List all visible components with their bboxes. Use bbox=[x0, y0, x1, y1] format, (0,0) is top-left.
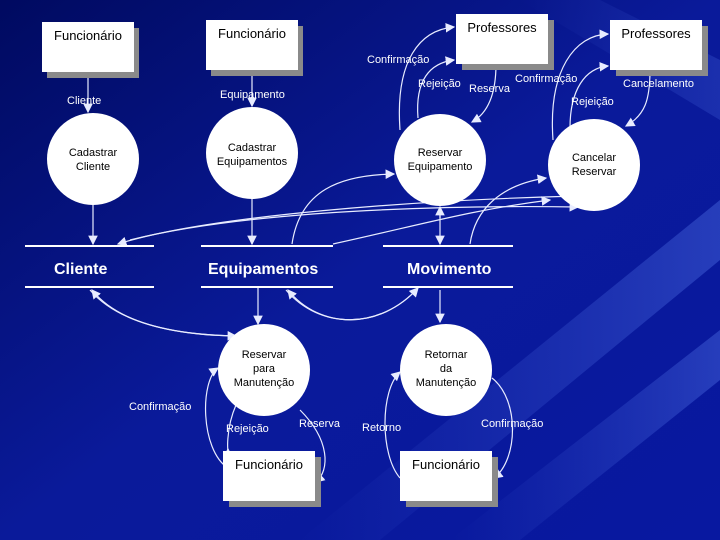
process-label: Cadastrar bbox=[69, 147, 118, 159]
store-cliente: Cliente bbox=[25, 245, 154, 288]
process-retornar-manutencao: Retornar da Manutenção bbox=[400, 324, 492, 416]
entity-professores-1: Professores bbox=[456, 14, 554, 70]
process-cadastrar-equipamentos: Cadastrar Equipamentos bbox=[206, 107, 298, 199]
process-label: da bbox=[440, 363, 453, 375]
flow-label: Reserva bbox=[469, 83, 511, 95]
flow-label: Cliente bbox=[67, 95, 101, 107]
process-label: Reservar bbox=[572, 166, 617, 178]
flow-label: Rejeição bbox=[571, 96, 614, 108]
store-label: Equipamentos bbox=[208, 261, 318, 278]
process-label: Manutenção bbox=[234, 377, 295, 389]
entity-label: Funcionário bbox=[412, 457, 480, 472]
background-streak bbox=[450, 330, 720, 540]
flow-label: Equipamento bbox=[220, 89, 285, 101]
flow-label: Confirmação bbox=[515, 73, 577, 85]
flow-labels: Cliente Equipamento Confirmação Rejeição… bbox=[67, 54, 694, 435]
process-label: Cancelar bbox=[572, 152, 616, 164]
process-label: para bbox=[253, 363, 276, 375]
entity-label: Funcionário bbox=[218, 26, 286, 41]
process-label: Cadastrar bbox=[228, 142, 277, 154]
process-cadastrar-cliente: Cadastrar Cliente bbox=[47, 113, 139, 205]
flow-label: Confirmação bbox=[481, 418, 543, 430]
entity-label: Professores bbox=[467, 20, 537, 35]
flow-lines bbox=[83, 22, 651, 483]
process-label: Reservar bbox=[418, 147, 463, 159]
store-label: Cliente bbox=[54, 261, 107, 278]
flow-label: Reserva bbox=[299, 418, 341, 430]
entity-label: Funcionário bbox=[235, 457, 303, 472]
process-label: Equipamento bbox=[408, 161, 473, 173]
entity-funcionario-4: Funcionário bbox=[400, 451, 498, 507]
process-label: Manutenção bbox=[416, 377, 477, 389]
entity-funcionario-3: Funcionário bbox=[223, 451, 321, 507]
flow-label: Retorno bbox=[362, 422, 401, 434]
process-reservar-equipamento: Reservar Equipamento bbox=[394, 114, 486, 206]
flow-label: Rejeição bbox=[226, 423, 269, 435]
flow-label: Confirmação bbox=[129, 401, 191, 413]
entity-label: Professores bbox=[621, 26, 691, 41]
store-movimento: Movimento bbox=[383, 245, 513, 288]
store-equipamentos: Equipamentos bbox=[201, 245, 333, 288]
process-label: Cliente bbox=[76, 161, 110, 173]
store-label: Movimento bbox=[407, 261, 492, 278]
process-label: Reservar bbox=[242, 349, 287, 361]
entity-label: Funcionário bbox=[54, 28, 122, 43]
flow-label: Confirmação bbox=[367, 54, 429, 66]
entity-funcionario-1: Funcionário bbox=[42, 22, 139, 78]
process-label: Retornar bbox=[425, 349, 468, 361]
process-label: Equipamentos bbox=[217, 156, 288, 168]
process-reservar-manutencao: Reservar para Manutenção bbox=[218, 324, 310, 416]
entity-funcionario-2: Funcionário bbox=[206, 20, 303, 76]
flow-label: Cancelamento bbox=[623, 78, 694, 90]
flow-label: Rejeição bbox=[418, 78, 461, 90]
process-cancelar-reservar: Cancelar Reservar bbox=[548, 119, 640, 211]
entity-professores-2: Professores bbox=[610, 20, 708, 76]
